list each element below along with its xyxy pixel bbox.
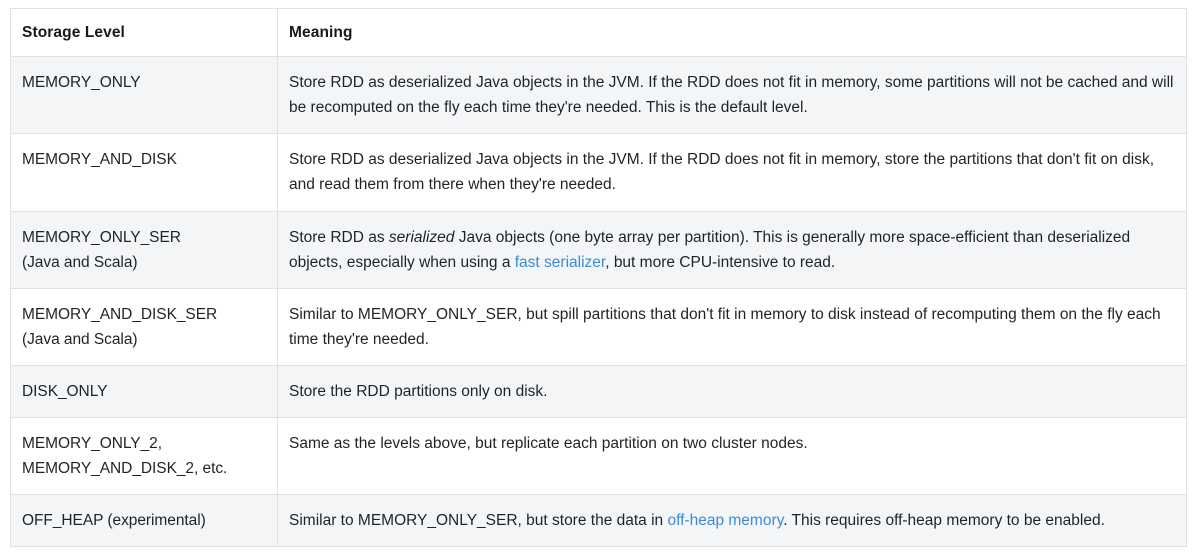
table-row: MEMORY_AND_DISK_SER (Java and Scala) Simi… <box>10 287 1187 366</box>
meaning-cell: Store RDD as deserialized Java objects i… <box>277 133 1187 212</box>
meaning-cell: Similar to MEMORY_ONLY_SER, but spill pa… <box>277 287 1187 366</box>
storage-level-cell: MEMORY_AND_DISK_SER (Java and Scala) <box>10 287 278 366</box>
meaning-text: Java objects (one byte array per partiti… <box>289 228 1131 271</box>
storage-level-cell: DISK_ONLY <box>10 364 278 419</box>
meaning-cell: Same as the levels above, but replicate … <box>277 417 1187 496</box>
storage-level-cell: OFF_HEAP (experimental) <box>10 494 278 548</box>
meaning-text: Store the RDD partitions only on disk. <box>289 382 548 400</box>
meaning-text: Similar to MEMORY_ONLY_SER, but store th… <box>289 512 668 530</box>
storage-level-cell: MEMORY_ONLY <box>10 56 278 135</box>
inline-doc-link[interactable]: off-heap memory <box>667 512 784 530</box>
table-row: OFF_HEAP (experimental) Similar to MEMORY… <box>10 494 1187 548</box>
emphasized-term: serialized <box>388 228 455 246</box>
storage-levels-table: Storage Level Meaning MEMORY_ONLY Store R… <box>10 7 1187 548</box>
meaning-cell: Store RDD as deserialized Java objects i… <box>277 56 1187 135</box>
meaning-cell: Store RDD as serialized Java objects (on… <box>277 210 1187 289</box>
meaning-text: , but more CPU-intensive to read. <box>605 253 836 271</box>
table-row: MEMORY_ONLY_2, MEMORY_AND_DISK_2, etc. Sa… <box>10 417 1187 496</box>
meaning-cell: Store the RDD partitions only on disk. <box>277 364 1187 419</box>
table-row: DISK_ONLY Store the RDD partitions only o… <box>10 364 1187 419</box>
meaning-cell: Similar to MEMORY_ONLY_SER, but store th… <box>277 494 1187 548</box>
meaning-text: Store RDD as deserialized Java objects i… <box>289 151 1155 194</box>
storage-level-cell: MEMORY_ONLY_2, MEMORY_AND_DISK_2, etc. <box>10 417 278 496</box>
table-row: MEMORY_ONLY Store RDD as deserialized Jav… <box>10 56 1187 135</box>
meaning-text: Store RDD as deserialized Java objects i… <box>289 74 1174 117</box>
meaning-text: Same as the levels above, but replicate … <box>289 435 808 453</box>
column-header-storage-level: Storage Level <box>10 7 278 58</box>
storage-level-cell: MEMORY_ONLY_SER (Java and Scala) <box>10 210 278 289</box>
column-header-meaning: Meaning <box>277 7 1187 58</box>
table-header: Storage Level Meaning <box>10 7 1187 58</box>
table-header-row: Storage Level Meaning <box>10 7 1187 58</box>
table-row: MEMORY_ONLY_SER (Java and Scala)Store RD… <box>10 210 1187 289</box>
table-body: MEMORY_ONLY Store RDD as deserialized Jav… <box>10 56 1187 548</box>
meaning-text: Similar to MEMORY_ONLY_SER, but spill pa… <box>289 305 1161 348</box>
meaning-text: Store RDD as <box>289 228 389 246</box>
inline-doc-link[interactable]: fast serializer <box>514 253 606 271</box>
meaning-text: . This requires off-heap memory to be en… <box>783 512 1105 530</box>
storage-level-cell: MEMORY_AND_DISK <box>10 133 278 212</box>
table-row: MEMORY_AND_DISK Store RDD as deserialized… <box>10 133 1187 212</box>
